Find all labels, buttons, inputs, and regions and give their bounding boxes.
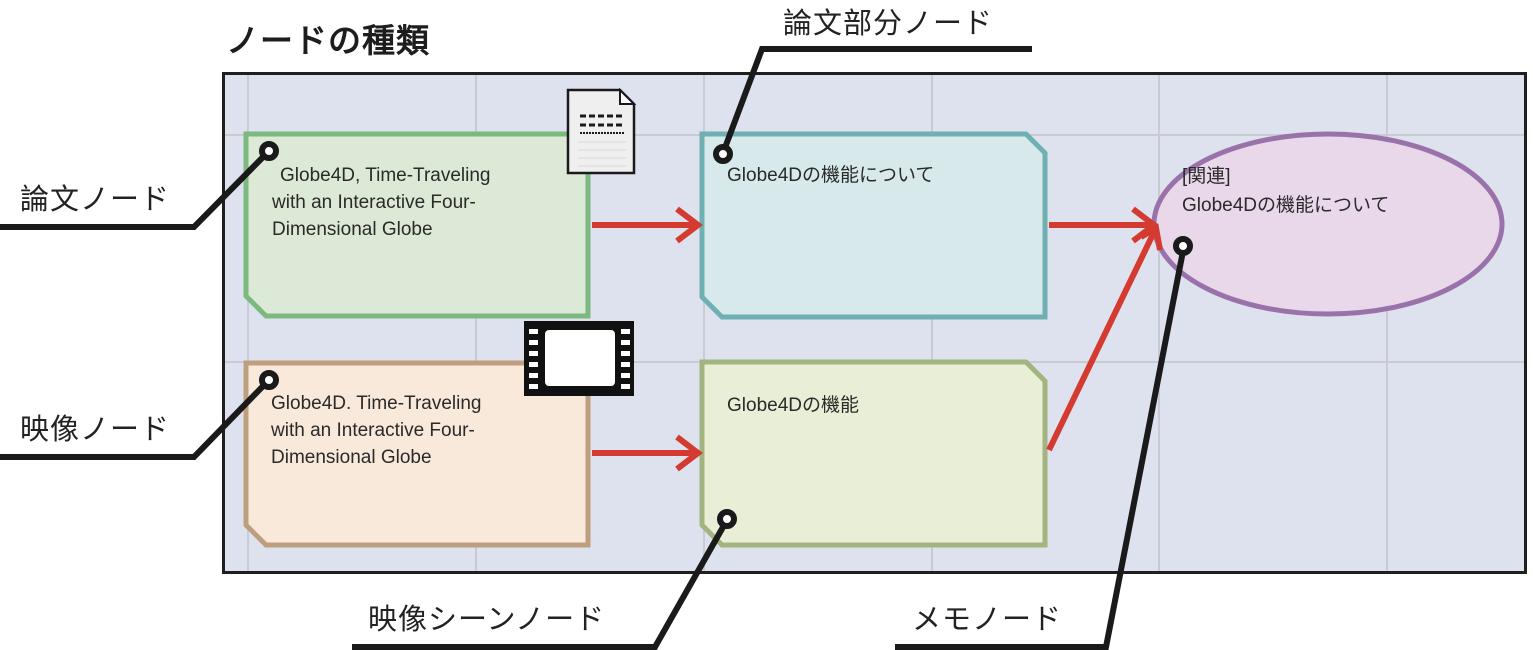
paper-node-line: Dimensional Globe — [272, 219, 433, 240]
grid-line — [225, 361, 1524, 363]
grid-line — [247, 75, 249, 571]
diagram-title: ノードの種類 — [226, 21, 430, 60]
paper-node-line: with an Interactive Four- — [272, 192, 476, 213]
memo-node-title: [関連] Globe4Dの機能について — [1182, 162, 1389, 220]
video-scene-node-title: Globe4Dの機能 — [727, 392, 859, 419]
paper-node-line: Globe4D, Time-Traveling — [280, 165, 491, 186]
grid-line — [475, 75, 477, 571]
video-node-line: Dimensional Globe — [271, 447, 432, 468]
callout-label-paper-node: 論文ノード — [20, 182, 171, 216]
callout-label-video-node: 映像ノード — [20, 412, 171, 446]
grid-line — [1158, 75, 1160, 571]
callout-label-video-scene-node: 映像シーンノード — [368, 602, 606, 636]
video-node-line: Globe4D. Time-Traveling — [271, 393, 482, 414]
paper-node-title: Globe4D, Time-Traveling with an Interact… — [272, 162, 491, 243]
graph-canvas[interactable] — [222, 72, 1527, 574]
grid-line — [225, 134, 1524, 136]
grid-line — [931, 75, 933, 571]
callout-label-paper-part-node: 論文部分ノード — [783, 6, 994, 40]
video-scene-node-line: Globe4Dの機能 — [727, 395, 859, 416]
paper-part-node-line: Globe4Dの機能について — [727, 165, 935, 186]
memo-node-line: [関連] — [1182, 166, 1231, 187]
memo-node-line: Globe4Dの機能について — [1182, 195, 1390, 216]
paper-part-node-title: Globe4Dの機能について — [727, 162, 934, 189]
grid-line — [703, 75, 705, 571]
video-node-line: with an Interactive Four- — [271, 420, 475, 441]
grid-line — [1386, 75, 1388, 571]
video-node-title: Globe4D. Time-Traveling with an Interact… — [271, 390, 481, 471]
callout-label-memo-node: メモノード — [912, 602, 1063, 636]
